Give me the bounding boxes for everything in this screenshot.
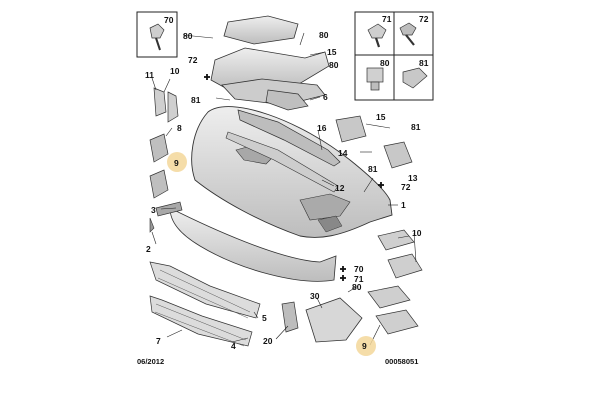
callout-4: 4 bbox=[231, 341, 236, 351]
callout-81-mid: 81 bbox=[368, 164, 378, 174]
callout-72-box: 72 bbox=[419, 14, 429, 24]
callout-70: 70 bbox=[354, 264, 364, 274]
callout-81-left: 81 bbox=[191, 95, 201, 105]
upper-reinforcement bbox=[210, 15, 330, 111]
screw-70-box bbox=[136, 11, 178, 58]
callout-10-left: 10 bbox=[170, 66, 180, 76]
lower-bumper-3 bbox=[169, 207, 337, 282]
callout-6: 6 bbox=[323, 92, 328, 102]
callout-80-low: 80 bbox=[352, 282, 362, 292]
callout-80-right: 80 bbox=[319, 30, 329, 40]
callout-10-right: 10 bbox=[412, 228, 422, 238]
callout-9-right: 9 bbox=[362, 341, 367, 351]
highlight-9-right bbox=[356, 336, 376, 356]
callout-7: 7 bbox=[156, 336, 161, 346]
callout-20: 20 bbox=[263, 336, 273, 346]
callout-72-right: 72 bbox=[401, 182, 411, 192]
callout-80-box: 80 bbox=[380, 58, 390, 68]
callout-9-left: 9 bbox=[174, 158, 179, 168]
callout-80-mid: 80 bbox=[329, 60, 339, 70]
callout-30: 30 bbox=[310, 291, 320, 301]
callout-72-top: 72 bbox=[188, 55, 198, 65]
callout-70-box: 70 bbox=[164, 15, 174, 25]
callout-8: 8 bbox=[177, 123, 182, 133]
callout-3: 3 bbox=[151, 205, 156, 215]
callout-12: 12 bbox=[335, 183, 345, 193]
callout-14: 14 bbox=[338, 148, 348, 158]
callout-71-box: 71 bbox=[382, 14, 392, 24]
fog-lamp-surrounds bbox=[367, 229, 423, 335]
callout-5: 5 bbox=[262, 313, 267, 323]
callout-2: 2 bbox=[146, 244, 151, 254]
left-side-parts bbox=[149, 87, 183, 233]
grilles bbox=[149, 261, 261, 347]
footer-date: 06/2012 bbox=[137, 357, 165, 366]
footer-reference: 00058051 bbox=[385, 357, 419, 366]
cross-markers bbox=[204, 74, 384, 281]
callout-13: 13 bbox=[408, 173, 418, 183]
callout-16: 16 bbox=[317, 123, 327, 133]
callout-15-right: 15 bbox=[376, 112, 386, 122]
highlight-9-left bbox=[167, 152, 187, 172]
callout-81-right: 81 bbox=[411, 122, 421, 132]
fasteners-box bbox=[354, 11, 434, 101]
callout-11: 11 bbox=[145, 70, 154, 80]
right-side-parts bbox=[335, 115, 413, 169]
callout-1: 1 bbox=[401, 200, 406, 210]
callout-71: 71 bbox=[354, 274, 364, 284]
leader-lines bbox=[151, 32, 417, 346]
callout-80-top: 80 bbox=[183, 31, 193, 41]
callout-81-box: 81 bbox=[419, 58, 429, 68]
trim-strips bbox=[225, 109, 341, 193]
callout-15: 15 bbox=[327, 47, 337, 57]
parts-20-30 bbox=[281, 297, 363, 343]
